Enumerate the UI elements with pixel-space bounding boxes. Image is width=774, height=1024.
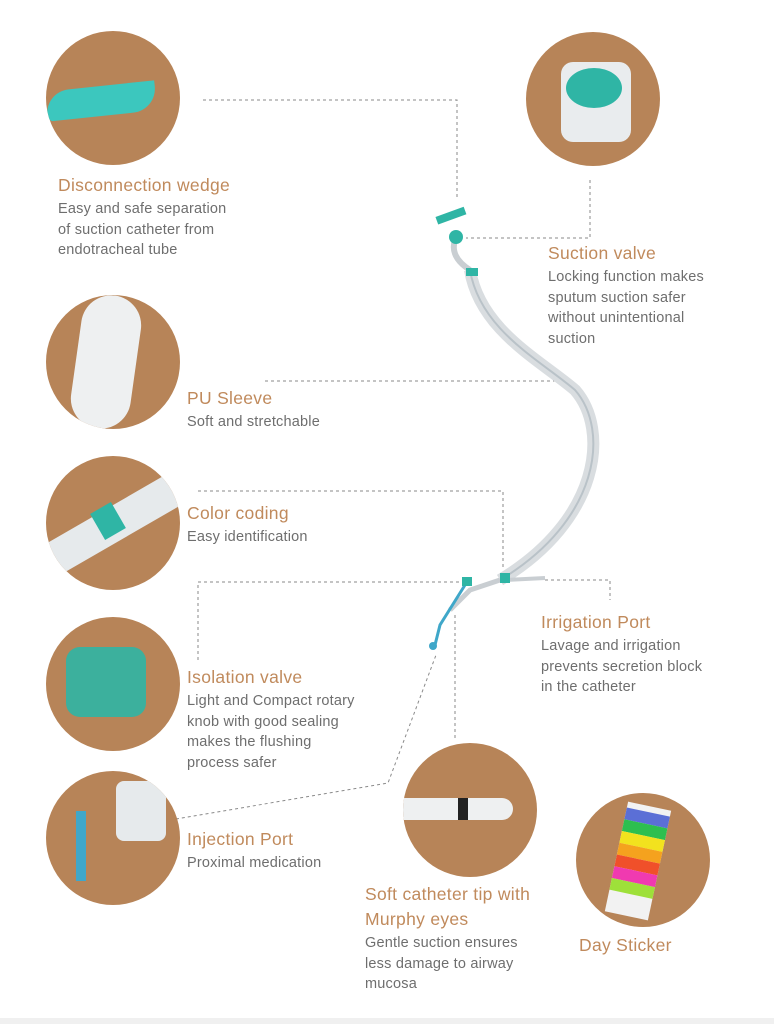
- suction-valve-connector: [466, 180, 591, 239]
- feature-text: less damage to airway: [365, 955, 514, 972]
- feature-disconnection-wedge: Disconnection wedge Easy and safe separa…: [58, 174, 230, 261]
- feature-title: Isolation valve: [187, 667, 303, 687]
- feature-title: Irrigation Port: [541, 612, 651, 632]
- color-coding-image: [46, 456, 180, 590]
- closed-suction-catheter: [433, 239, 600, 646]
- feature-irrigation-port: Irrigation Port Lavage and irrigation pr…: [541, 611, 702, 698]
- feature-suction-valve: Suction valve Locking function makes spu…: [548, 242, 704, 349]
- feature-text: Light and Compact rotary: [187, 693, 355, 709]
- feature-text: of suction catheter from: [58, 221, 215, 238]
- feature-title: Soft catheter tip with: [365, 884, 531, 904]
- feature-text: prevents secretion block: [541, 658, 703, 675]
- footer-bar: [0, 1018, 774, 1024]
- disconnection-wedge-image: [46, 31, 180, 165]
- feature-soft-catheter-tip: Soft catheter tip with Murphy eyes Gentl…: [365, 883, 530, 995]
- pu-sleeve-image: [46, 295, 180, 429]
- feature-text: in the catheter: [541, 679, 636, 695]
- feature-title: Injection Port: [187, 829, 294, 849]
- feature-text: makes the flushing: [187, 734, 312, 750]
- feature-text: Soft and stretchable: [187, 414, 320, 430]
- injection-port-connector: [169, 654, 437, 821]
- feature-text: mucosa: [365, 976, 417, 992]
- feature-pu-sleeve: PU Sleeve Soft and stretchable: [187, 387, 320, 433]
- feature-title: Color coding: [187, 503, 289, 523]
- feature-text: endotracheal tube: [58, 242, 178, 258]
- feature-injection-port: Injection Port Proximal medication: [187, 828, 321, 874]
- feature-text: Lavage and irrigation: [541, 638, 681, 654]
- feature-title: PU Sleeve: [187, 388, 273, 408]
- feature-text: Easy and safe separation: [58, 201, 227, 217]
- wedge-connector: [203, 99, 458, 198]
- isolation-valve-image: [46, 617, 180, 751]
- feature-text: Easy identification: [187, 529, 308, 545]
- injection-port-image: [46, 771, 180, 905]
- feature-text: suction: [548, 330, 596, 347]
- feature-color-coding: Color coding Easy identification: [187, 502, 308, 548]
- soft-catheter-tip-image: [403, 743, 537, 877]
- feature-text: Locking function makes: [548, 269, 704, 285]
- feature-isolation-valve: Isolation valve Light and Compact rotary…: [187, 666, 355, 773]
- feature-title: Day Sticker: [579, 935, 672, 955]
- feature-title: Suction valve: [548, 243, 656, 263]
- feature-text: knob with good sealing: [187, 713, 339, 730]
- feature-title: Murphy eyes: [365, 909, 469, 929]
- feature-title: Disconnection wedge: [58, 175, 231, 195]
- irrigation-port-connector: [545, 579, 611, 600]
- feature-text: without unintentional: [548, 310, 685, 326]
- feature-text: Gentle suction ensures: [365, 935, 518, 951]
- suction-valve-image: [526, 32, 660, 166]
- day-sticker-image: [576, 793, 710, 927]
- feature-text: sputum suction safer: [548, 289, 686, 306]
- feature-day-sticker: Day Sticker: [579, 934, 672, 956]
- feature-text: process safer: [187, 754, 277, 771]
- feature-text: Proximal medication: [187, 855, 322, 871]
- isolation-valve-connector: [197, 581, 468, 660]
